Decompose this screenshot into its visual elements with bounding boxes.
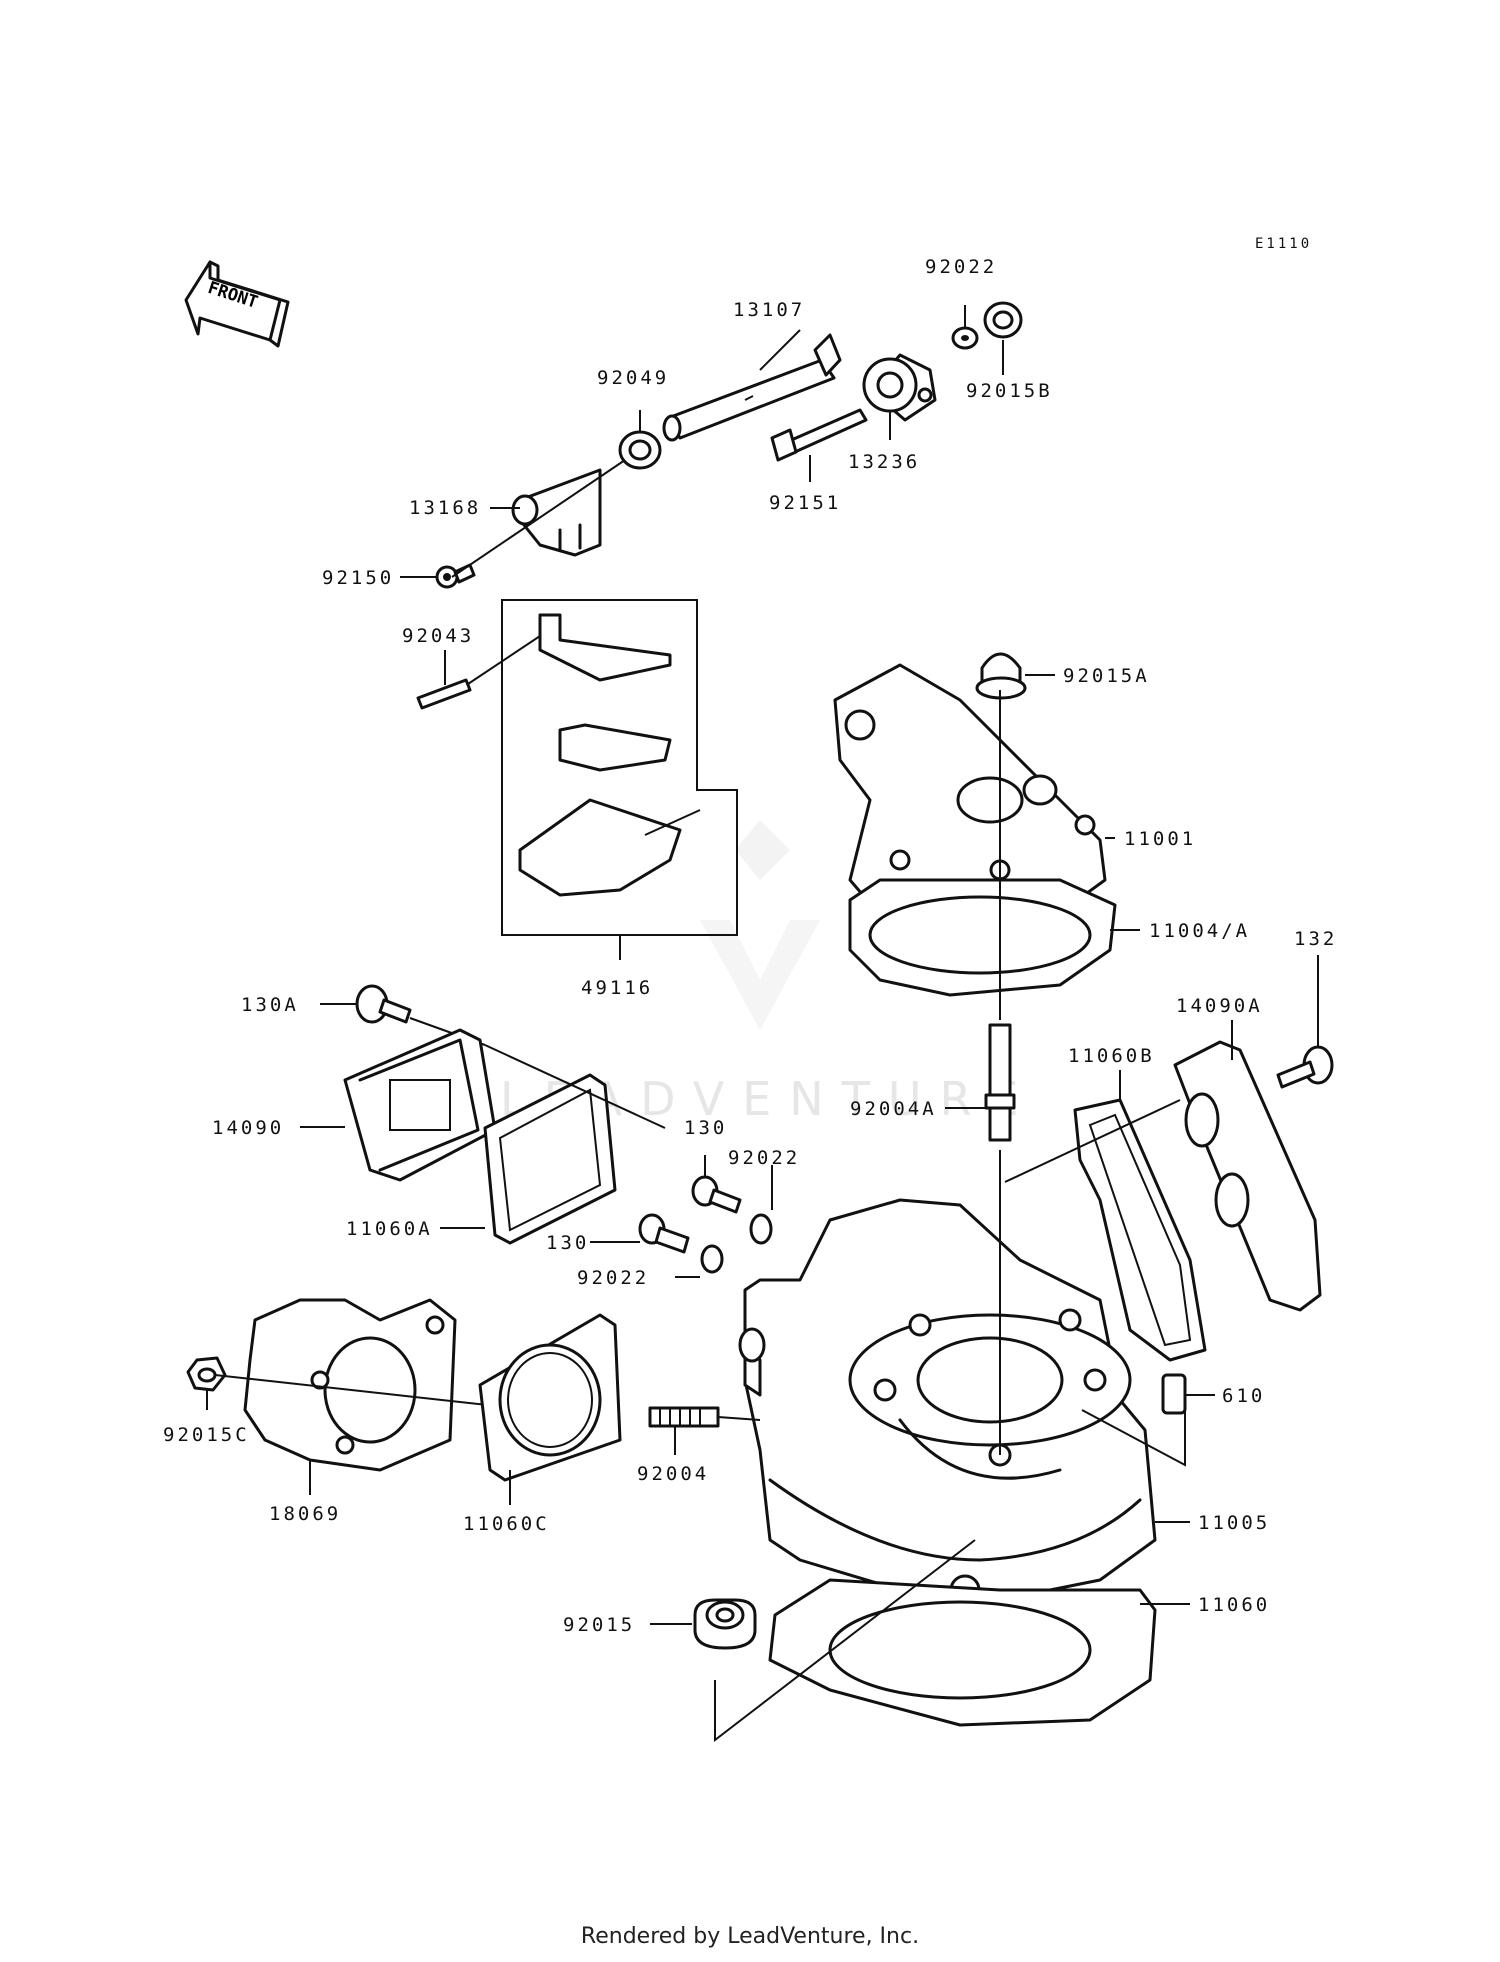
- label-13107: 13107: [733, 299, 805, 321]
- cylinder-11005: [738, 1198, 1157, 1606]
- label-92022-low: 92022: [577, 1267, 649, 1289]
- washer-92022-top: [951, 326, 979, 350]
- diagram-code: E1110: [1255, 236, 1312, 252]
- washer-92022-mid: [749, 1213, 773, 1245]
- label-92015C: 92015C: [163, 1424, 250, 1446]
- label-11004A: 11004/A: [1149, 920, 1250, 942]
- leader-92043-line: [467, 635, 541, 685]
- label-92015B: 92015B: [966, 380, 1053, 402]
- shaft-13107: [662, 333, 842, 442]
- label-14090A: 14090A: [1176, 995, 1263, 1017]
- label-14090: 14090: [212, 1117, 284, 1139]
- washer-92022-low: [700, 1244, 724, 1274]
- flange-nut-92015: [693, 1598, 757, 1650]
- label-92043: 92043: [402, 625, 474, 647]
- nut-92015B: [983, 301, 1023, 339]
- leader-92004-line: [717, 1416, 761, 1421]
- screw-92150: [435, 563, 476, 589]
- gasket-11060B: [1073, 1098, 1207, 1362]
- label-92022-top: 92022: [925, 256, 997, 278]
- part-labels: 92022 13107 92049 92015B 13236 92151 131…: [163, 256, 1337, 1636]
- label-11060A: 11060A: [346, 1218, 433, 1240]
- label-610: 610: [1222, 1385, 1265, 1407]
- label-130-top: 130: [684, 1117, 727, 1139]
- head-gasket-11004A: [848, 878, 1117, 997]
- nut-92015C: [186, 1356, 227, 1392]
- leader-92015-line: [714, 1539, 976, 1743]
- footer-credit: Rendered by LeadVenture, Inc.: [580, 1924, 920, 1949]
- label-18069: 18069: [269, 1503, 341, 1525]
- label-92004A: 92004A: [850, 1098, 937, 1120]
- pin-92043: [416, 678, 472, 710]
- gasket-11060A: [483, 1073, 617, 1245]
- stud-92004: [648, 1406, 720, 1428]
- bolt-92151: [770, 408, 868, 462]
- bolt-130-top: [691, 1175, 742, 1214]
- label-49116: 49116: [581, 977, 653, 999]
- label-11001: 11001: [1124, 828, 1196, 850]
- label-13236: 13236: [848, 451, 920, 473]
- reed-kit-frame: [501, 599, 738, 936]
- leader-130-line: [484, 1044, 666, 1129]
- label-92015: 92015: [563, 1614, 635, 1636]
- label-11060B: 11060B: [1068, 1045, 1155, 1067]
- gasket-11060C: [478, 1313, 622, 1482]
- label-92004: 92004: [637, 1463, 709, 1485]
- watermark-logo: [700, 820, 820, 1030]
- label-11005: 11005: [1198, 1512, 1270, 1534]
- dowel-610: [1161, 1373, 1187, 1415]
- label-92049: 92049: [597, 367, 669, 389]
- intake-manifold-18069: [243, 1298, 457, 1472]
- label-92150: 92150: [322, 567, 394, 589]
- bolt-130-mid: [638, 1213, 690, 1254]
- leader-11060B-line: [1004, 1099, 1181, 1183]
- label-92151: 92151: [769, 492, 841, 514]
- label-130A: 130A: [241, 994, 299, 1016]
- bolt-132: [1276, 1045, 1334, 1089]
- label-13168: 13168: [409, 497, 481, 519]
- base-gasket-11060: [768, 1578, 1157, 1727]
- reed-block-14090: [343, 1028, 497, 1182]
- gear-13236: [862, 353, 937, 422]
- label-leaders: [206, 305, 1319, 1625]
- leader-610-line: [1081, 1390, 1186, 1467]
- label-92022-mid: 92022: [728, 1147, 800, 1169]
- front-arrow-icon: FRONT: [184, 260, 290, 348]
- cover-14090A: [1173, 1040, 1322, 1312]
- reed-valve-49116: [518, 613, 701, 897]
- bolt-130A: [355, 984, 412, 1024]
- stud-92004A: [984, 1023, 1016, 1142]
- label-11060C: 11060C: [463, 1513, 550, 1535]
- label-11060: 11060: [1198, 1594, 1270, 1616]
- label-92015A: 92015A: [1063, 665, 1150, 687]
- leader-92150-line: [451, 459, 626, 578]
- label-130-mid: 130: [546, 1232, 589, 1254]
- bearing-92049: [618, 430, 662, 470]
- label-132: 132: [1294, 928, 1337, 950]
- lever-13168: [511, 468, 602, 557]
- cap-nut-92015A: [975, 652, 1027, 700]
